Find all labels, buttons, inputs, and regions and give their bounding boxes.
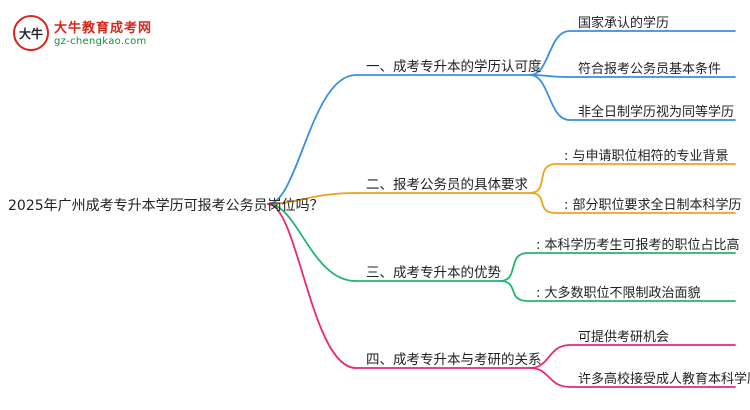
branch-4-curve bbox=[267, 203, 357, 369]
leaf-3-2-connector bbox=[499, 280, 736, 302]
leaf-3-1-connector bbox=[499, 252, 736, 282]
leaf-3-1: : 本科学历考生可报考的职位占比高 bbox=[536, 238, 740, 253]
leaf-4-2: 许多高校接受成人教育本科学历 bbox=[578, 372, 750, 387]
leaf-2-2: : 部分职位要求全日制本科学历 bbox=[564, 198, 742, 213]
branch-2-curve bbox=[267, 192, 357, 205]
logo-mark-icon: 大牛 bbox=[13, 15, 49, 51]
root-topic: 2025年广州成考专升本学历可报考公务员岗位吗？ bbox=[8, 198, 324, 214]
leaf-1-3-connector bbox=[529, 74, 736, 121]
logo-title: 大牛教育成考网 bbox=[54, 21, 153, 36]
leaf-1-1: 国家承认的学历 bbox=[578, 16, 670, 31]
leaf-1-2-connector bbox=[529, 74, 736, 78]
leaf-3-2: : 大多数职位不限制政治面貌 bbox=[536, 286, 701, 301]
leaf-2-1: : 与申请职位相符的专业背景 bbox=[564, 149, 729, 164]
branch-4-label: 四、成考专升本与考研的关系 bbox=[366, 352, 542, 368]
site-logo[interactable]: 大牛 大牛教育成考网 gz-chengkao.com bbox=[12, 14, 162, 54]
leaf-4-1-connector bbox=[529, 344, 736, 369]
branch-1-label: 一、成考专升本的学历认可度 bbox=[366, 59, 542, 75]
leaf-4-1: 可提供考研机会 bbox=[578, 330, 670, 345]
leaf-1-2: 符合报考公务员基本条件 bbox=[578, 62, 722, 77]
leaf-2-2-connector bbox=[529, 192, 736, 214]
branch-3-curve bbox=[267, 203, 357, 282]
logo-url: gz-chengkao.com bbox=[54, 36, 147, 47]
leaf-4-2-connector bbox=[529, 367, 736, 388]
branch-2-label: 二、报考公务员的具体要求 bbox=[366, 177, 528, 193]
leaf-1-1-connector bbox=[529, 30, 736, 76]
leaf-2-1-connector bbox=[529, 163, 736, 194]
branch-3-label: 三、成考专升本的优势 bbox=[366, 265, 501, 281]
leaf-1-3: 非全日制学历视为同等学历 bbox=[578, 105, 735, 120]
logo-mark-text: 大牛 bbox=[19, 26, 43, 41]
branch-1-curve bbox=[267, 74, 357, 205]
